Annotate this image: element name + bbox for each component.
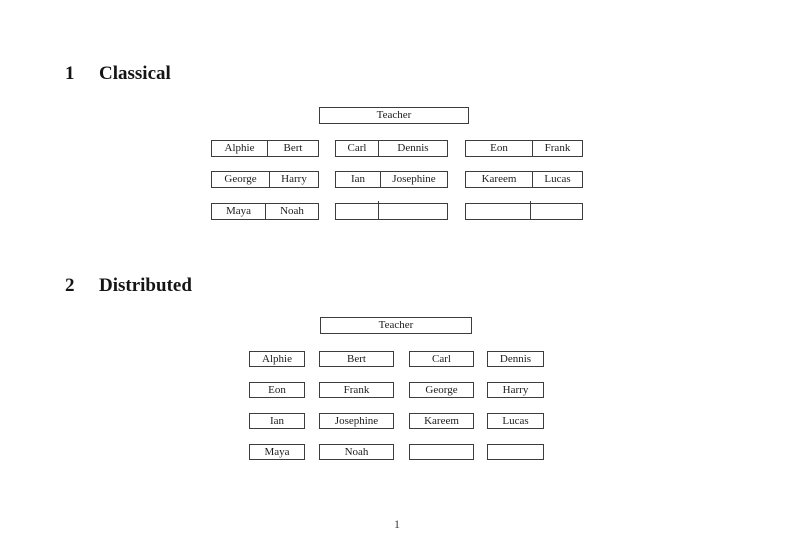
desk: Carl — [409, 351, 474, 367]
seat-cell: Alphie — [224, 142, 255, 154]
desk: Lucas — [487, 413, 544, 429]
desk: Josephine — [319, 413, 394, 429]
seat-cell: Carl — [347, 142, 367, 154]
desk: Maya Noah — [211, 203, 319, 220]
desk: Bert — [319, 351, 394, 367]
desk: Harry — [487, 382, 544, 398]
desk: Alphie — [249, 351, 305, 367]
seat-cell: Bert — [283, 142, 303, 154]
desk: Frank — [319, 382, 394, 398]
desk: Ian Josephine — [335, 171, 448, 188]
desk-empty — [465, 201, 583, 220]
section-heading-distributed: 2 Distributed — [65, 275, 192, 297]
desk: Carl Dennis — [335, 140, 448, 157]
desk-empty — [409, 444, 474, 460]
seat-cell: Kareem — [481, 173, 517, 185]
desk-divider — [378, 141, 379, 156]
desk: George Harry — [211, 171, 319, 188]
seat-cell: George — [224, 173, 257, 185]
teacher-label: Teacher — [378, 319, 414, 331]
desk: Eon Frank — [465, 140, 583, 157]
desk: Noah — [319, 444, 394, 460]
seat-cell — [466, 204, 530, 219]
seat-cell — [531, 204, 582, 219]
teacher-desk: Teacher — [320, 317, 472, 334]
desk: Kareem Lucas — [465, 171, 583, 188]
desk-divider — [532, 172, 533, 187]
section-heading-classical: 1 Classical — [65, 63, 171, 85]
seat-cell: Frank — [544, 142, 571, 154]
desk-divider — [380, 172, 381, 187]
seat-cell: Eon — [490, 142, 508, 154]
seat-cell — [336, 204, 378, 219]
seat-cell: Dennis — [397, 142, 429, 154]
desk-divider — [269, 172, 270, 187]
desk: Alphie Bert — [211, 140, 319, 157]
seat-cell: Lucas — [544, 173, 571, 185]
desk: Dennis — [487, 351, 544, 367]
seat-cell: Maya — [225, 205, 252, 217]
desk: Maya — [249, 444, 305, 460]
desk-empty — [335, 201, 448, 220]
desk: Kareem — [409, 413, 474, 429]
teacher-desk: Teacher — [319, 107, 469, 124]
teacher-label: Teacher — [376, 109, 412, 121]
section-number: 1 — [65, 63, 75, 84]
seat-cell: Ian — [350, 173, 366, 185]
seat-cell: Harry — [281, 173, 307, 185]
desk: Ian — [249, 413, 305, 429]
desk-divider — [267, 141, 268, 156]
seat-cell: Noah — [280, 205, 304, 217]
desk-divider — [265, 204, 266, 219]
seat-cell: Josephine — [392, 173, 436, 185]
desk: George — [409, 382, 474, 398]
desk-divider — [378, 201, 379, 219]
page-number: 1 — [394, 517, 400, 531]
desk: Eon — [249, 382, 305, 398]
desk-empty — [487, 444, 544, 460]
seat-cell — [379, 204, 447, 219]
section-title: Classical — [99, 63, 171, 84]
section-title: Distributed — [99, 275, 192, 296]
section-number: 2 — [65, 275, 75, 296]
desk-divider — [530, 201, 531, 219]
desk-divider — [532, 141, 533, 156]
